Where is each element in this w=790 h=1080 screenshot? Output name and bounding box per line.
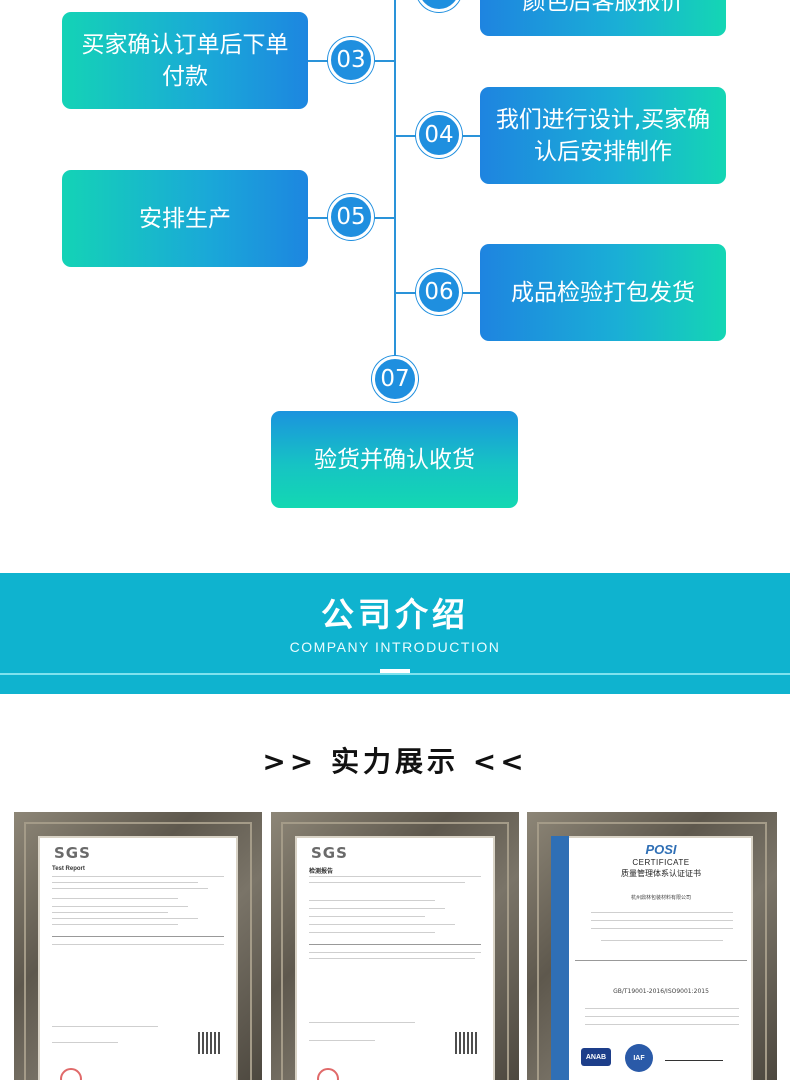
step-number-05: 05 <box>336 204 366 230</box>
iaf-badge: IAF <box>625 1044 653 1072</box>
step-circle-03: 03 <box>328 37 374 83</box>
doc-line <box>52 912 168 913</box>
connector-06a <box>396 292 416 294</box>
step-box-06: 成品检验打包发货 <box>480 244 726 341</box>
certificate-frame-3[interactable]: POSI CERTIFICATE 质量管理体系认证证书 杭州鼎林包装材料有限公司… <box>527 812 777 1080</box>
connector-05a <box>308 217 328 219</box>
doc-line <box>309 932 435 933</box>
doc-line <box>52 944 224 945</box>
doc-line <box>52 882 198 883</box>
frame-border <box>281 822 509 1080</box>
signature-line <box>665 1060 723 1061</box>
certificate-standard: GB/T19001-2016/ISO9001:2015 <box>613 988 709 995</box>
step-box-05: 安排生产 <box>62 170 308 267</box>
connector-05b <box>374 217 395 219</box>
connector-03b <box>374 60 395 62</box>
doc-line <box>309 944 481 945</box>
step-number-07: 07 <box>380 366 410 392</box>
certificate-company: 杭州鼎林包装材料有限公司 <box>630 895 691 901</box>
step-box-02: 颜色后客服报价 <box>480 0 726 36</box>
doc-line <box>601 940 723 941</box>
section-accent-dash <box>380 669 410 673</box>
qr-code <box>198 1032 220 1054</box>
doc-line <box>575 960 747 961</box>
section-subtitle: COMPANY INTRODUCTION <box>289 639 501 655</box>
stamp <box>60 1068 82 1080</box>
doc-line <box>591 928 733 929</box>
certificate-frame-1[interactable]: SGS Test Report <box>14 812 262 1080</box>
certificate-side-bar <box>551 836 569 1080</box>
doc-line <box>52 1042 118 1043</box>
doc-line <box>52 888 208 889</box>
step-circle-02 <box>416 0 462 12</box>
step-number-03: 03 <box>336 47 366 73</box>
step-circle-05: 05 <box>328 194 374 240</box>
doc-line <box>591 912 733 913</box>
connector-06b <box>462 292 480 294</box>
doc-line <box>591 920 733 921</box>
doc-line <box>309 952 481 953</box>
certificate-paper: SGS 检测报告 <box>295 836 495 1080</box>
sgs-logo: SGS <box>311 844 348 862</box>
timeline-line <box>394 0 396 360</box>
doc-line <box>309 908 445 909</box>
sgs-logo: SGS <box>54 844 91 862</box>
doc-line <box>585 1024 739 1025</box>
posi-logo: POSI <box>645 842 677 857</box>
step-label-07: 验货并确认收货 <box>314 446 475 473</box>
doc-line <box>585 1016 739 1017</box>
section-title: 公司介绍 <box>321 595 469 634</box>
doc-line <box>52 936 224 937</box>
step-label-05: 安排生产 <box>139 205 231 232</box>
certificate-title-en: CERTIFICATE <box>632 858 690 867</box>
step-number-06: 06 <box>424 279 454 305</box>
step-circle-07: 07 <box>372 356 418 402</box>
frame-border <box>537 822 767 1080</box>
strength-title: >> 实力展示 << <box>262 745 528 778</box>
doc-line <box>52 906 188 907</box>
step-circle-06: 06 <box>416 269 462 315</box>
doc-line <box>309 916 425 917</box>
doc-line <box>309 924 455 925</box>
certificate-frame-2[interactable]: SGS 检测报告 <box>271 812 519 1080</box>
doc-line <box>52 898 178 899</box>
step-label-03: 买家确认订单后下单付款 <box>81 31 289 90</box>
doc-line <box>52 1026 158 1027</box>
step-box-03: 买家确认订单后下单付款 <box>62 12 308 109</box>
report-title: 检测报告 <box>309 869 334 875</box>
report-title: Test Report <box>52 866 85 872</box>
doc-line <box>585 1008 739 1009</box>
qr-code <box>455 1032 477 1054</box>
step-circle-04: 04 <box>416 112 462 158</box>
doc-line <box>309 1022 415 1023</box>
doc-line <box>309 900 435 901</box>
step-number-04: 04 <box>424 122 454 148</box>
frame-border <box>24 822 252 1080</box>
stamp <box>317 1068 339 1080</box>
certificate-title-cn: 质量管理体系认证证书 <box>621 869 701 878</box>
connector-04a <box>396 135 416 137</box>
step-label-04: 我们进行设计,买家确认后安排制作 <box>495 106 711 165</box>
anab-badge: ANAB <box>581 1048 611 1066</box>
doc-line <box>309 1040 375 1041</box>
connector-03 <box>308 60 328 62</box>
step-box-04: 我们进行设计,买家确认后安排制作 <box>480 87 726 184</box>
doc-line <box>309 876 481 877</box>
step-label-06: 成品检验打包发货 <box>511 279 695 306</box>
doc-line <box>52 918 198 919</box>
step-label-02: 颜色后客服报价 <box>522 0 684 15</box>
doc-line <box>52 924 178 925</box>
doc-line <box>309 958 475 959</box>
section-divider <box>0 673 790 675</box>
doc-line <box>52 876 224 877</box>
step-box-07: 验货并确认收货 <box>271 411 518 508</box>
certificate-paper: POSI CERTIFICATE 质量管理体系认证证书 杭州鼎林包装材料有限公司… <box>551 836 753 1080</box>
doc-line <box>309 882 465 883</box>
connector-04b <box>462 135 480 137</box>
certificate-paper: SGS Test Report <box>38 836 238 1080</box>
